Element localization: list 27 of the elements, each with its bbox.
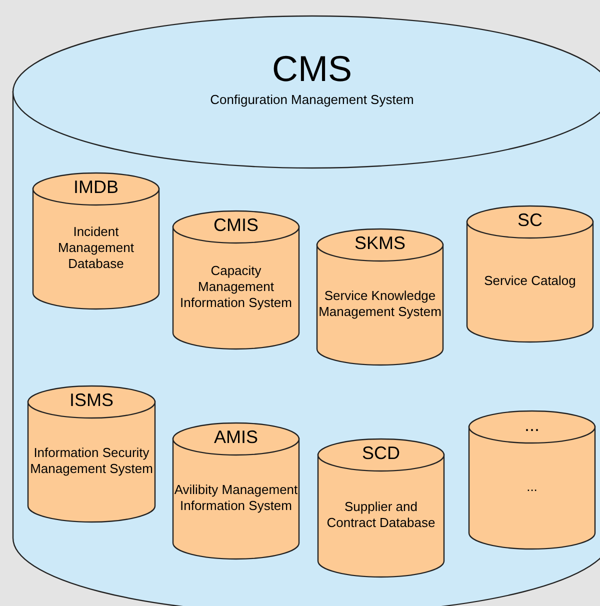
cylinder-title: CMIS	[212, 214, 260, 236]
cylinder-title: SC	[516, 209, 544, 231]
cylinder-description: Avilibity Management Information System	[174, 482, 298, 514]
cylinder-description: Configuration Management System	[210, 92, 414, 108]
database-cylinder	[317, 438, 445, 578]
database-cylinder	[32, 172, 160, 310]
cylinder-title: ...	[523, 414, 540, 436]
cylinder-title: IMDB	[72, 176, 120, 198]
database-cylinder	[12, 15, 600, 606]
cylinder-description: Information Security Management System	[29, 445, 154, 477]
cylinder-description: Service Knowledge Management System	[318, 288, 442, 320]
cylinder-description: Service Catalog	[484, 273, 576, 289]
cylinder-description: ...	[526, 479, 538, 495]
cylinder-title: ISMS	[68, 389, 114, 411]
cylinder-title: AMIS	[212, 426, 259, 448]
cylinder-description: Incident Management Database	[57, 224, 135, 272]
cylinder-description: Supplier and Contract Database	[326, 499, 436, 531]
cylinder-title: CMS	[271, 49, 353, 89]
cylinder-description: Capacity Management Information System	[179, 263, 293, 311]
cylinder-title: SKMS	[353, 232, 406, 254]
database-cylinder	[466, 205, 594, 343]
database-cylinder	[316, 228, 444, 366]
cylinder-title: SCD	[360, 442, 401, 464]
database-cylinder	[27, 385, 156, 523]
database-cylinder	[172, 422, 300, 560]
database-cylinder	[172, 210, 300, 350]
database-cylinder	[468, 410, 596, 550]
